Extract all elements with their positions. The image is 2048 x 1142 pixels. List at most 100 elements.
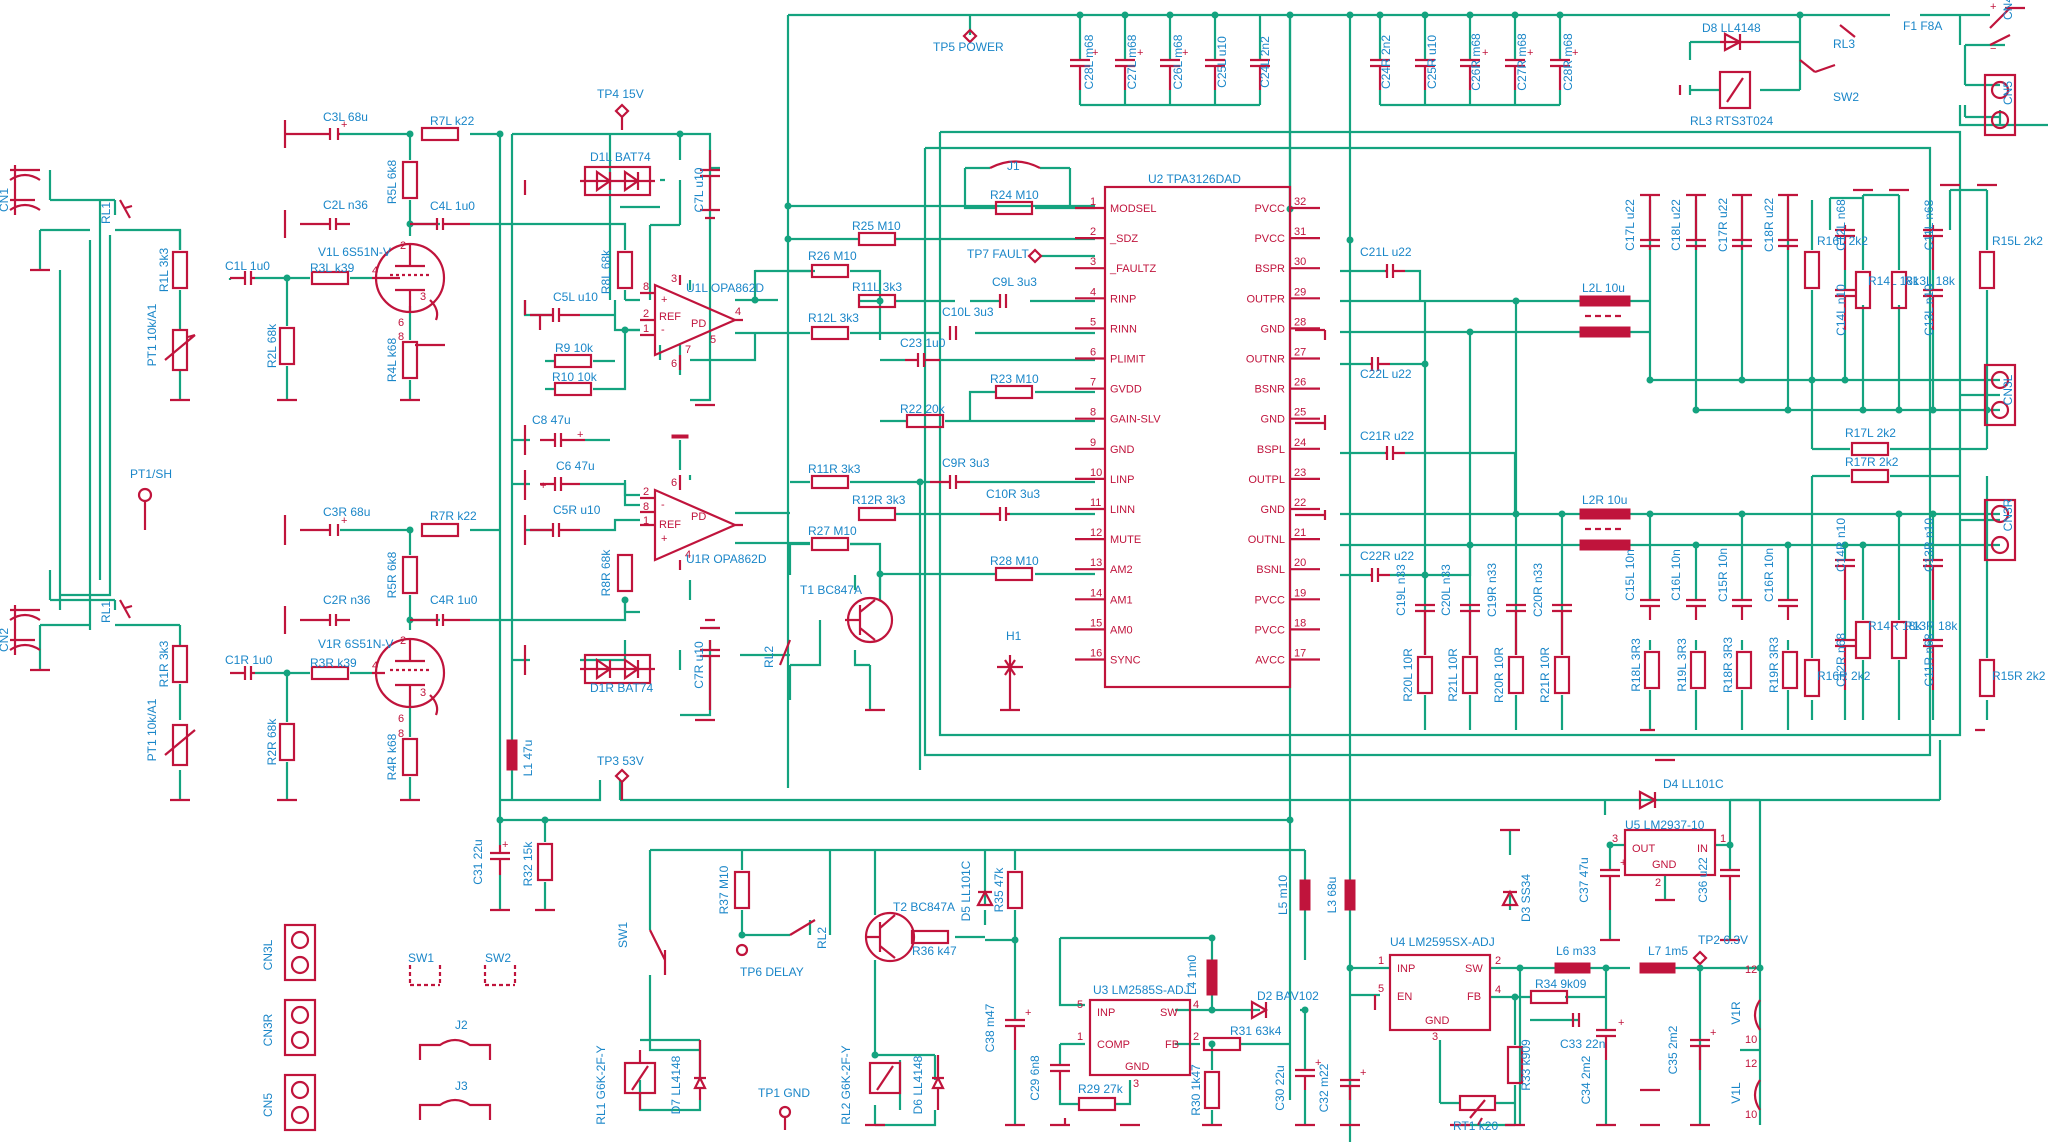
component-label: C7L u10 [692, 167, 706, 212]
component-label: R1R 3k3 [157, 640, 171, 687]
jumper-footprints [408, 160, 1041, 1120]
cn4-plus: + [1990, 1, 1996, 13]
component-label: C29 6n8 [1028, 1055, 1042, 1101]
component-label: R2L 68k [265, 323, 279, 368]
component-label: C24R 2n2 [1379, 35, 1393, 89]
u2-pin-name: OUTNR [1246, 354, 1285, 366]
component-label: U3 LM2585S-ADJ [1093, 983, 1190, 997]
svg-text:+: + [1025, 1007, 1031, 1019]
component-label: C37 47u [1577, 857, 1591, 902]
resistor: R36 k47 [910, 929, 957, 958]
component-label: C13L n10 [1922, 284, 1936, 336]
component-label: C24L 2n2 [1258, 36, 1272, 88]
component-label: RL2 [815, 927, 829, 949]
tube-pin: 6 [398, 713, 404, 725]
u2-pin-name: BSNR [1254, 384, 1285, 396]
inductor-l1 [506, 739, 518, 771]
component-label: U1L OPA862D [686, 281, 764, 295]
u5-pin: 3 [1612, 833, 1618, 845]
svg-text:+: + [1182, 47, 1188, 59]
u2-pin-number: 15 [1090, 617, 1102, 629]
svg-text:+: + [1620, 857, 1626, 869]
component-label: R7R k22 [430, 509, 477, 523]
component-label: R21L 10R [1446, 648, 1460, 702]
u3-pin: 3 [1133, 1078, 1139, 1090]
component-label: C33 22n [1560, 1037, 1605, 1051]
component-label: C3L 68u [323, 110, 368, 124]
resistor: R34 9k09 [1529, 977, 1587, 1005]
resistor: R11R 3k3 [808, 462, 861, 490]
u2-pin-name: _SDZ [1109, 233, 1138, 245]
opamp-pin: 7 [685, 344, 691, 356]
u2-pin-number: 2 [1090, 226, 1096, 238]
component-label: R28 M10 [990, 554, 1039, 568]
component-label: R8L 68k [599, 249, 613, 294]
u2-pin-number: 25 [1294, 407, 1306, 419]
resistor: R8R 68k [599, 549, 634, 596]
component-label: RL2 G6K-2F-Y [839, 1045, 853, 1124]
component-label: L5 m10 [1276, 875, 1290, 915]
u4-pin: SW [1465, 963, 1483, 975]
component-label: C9R 3u3 [942, 456, 990, 470]
component-label: L4 1m0 [1185, 955, 1199, 995]
component-label: C5L u10 [553, 290, 598, 304]
component-label: R20L 10R [1401, 648, 1415, 702]
relays-switches [119, 6, 2025, 1110]
component-label: R18L 3R3 [1629, 638, 1643, 692]
opamp-ref-label: REF [659, 519, 681, 531]
component-label: R26 M10 [808, 249, 857, 263]
u3-pin: SW [1160, 1007, 1178, 1019]
component-label: R11L 3k3 [852, 280, 902, 294]
component-label: R36 k47 [912, 944, 957, 958]
resistor: R27 M10 [808, 524, 857, 552]
component-label: C19R n33 [1485, 563, 1499, 617]
tube-pin: 8 [398, 331, 404, 343]
u2-pin-number: 5 [1090, 316, 1096, 328]
u3-pin: 1 [1077, 1031, 1083, 1043]
component-label: R22 20k [900, 402, 946, 416]
u2-pin-name: PVCC [1254, 624, 1285, 636]
vacuum-tube-v1l: 2 3 4 6 8 [372, 240, 446, 343]
component-label: TP3 53V [597, 754, 644, 768]
component-label: R3L k39 [310, 261, 355, 275]
component-label: L6 m33 [1556, 944, 1596, 958]
diodes [580, 32, 1760, 1110]
component-label: CN3L [2001, 374, 2015, 405]
svg-text:+: + [1527, 47, 1533, 59]
transistor-t2 [864, 911, 916, 963]
u4-pin: EN [1397, 991, 1412, 1003]
component-label: C13R n10 [1922, 518, 1936, 572]
resistor: R3R k39 [310, 656, 357, 681]
component-label: R11R 3k3 [808, 462, 861, 476]
component-label: C21L u22 [1360, 245, 1412, 259]
u2-pin-name: GND [1261, 323, 1286, 335]
opamp-pd-label: PD [691, 511, 706, 523]
component-label: SW1 [616, 922, 630, 948]
u2-pin-name: PVCC [1254, 233, 1285, 245]
tube-pin: 8 [398, 728, 404, 740]
inductor-l7 [1639, 962, 1676, 974]
component-label: R5R 6k8 [385, 551, 399, 598]
component-label: TP4 15V [597, 87, 644, 101]
u2-pin-number: 30 [1294, 256, 1306, 268]
component-label: C14R n10 [1834, 518, 1848, 572]
opamp-pin: 5 [710, 334, 716, 346]
u2-pin-number: 24 [1294, 437, 1306, 449]
resistor: R30 1k47 [1189, 1064, 1221, 1116]
opamp-pin: 8 [643, 501, 649, 513]
component-label: C28R m68 [1561, 33, 1575, 91]
component-label: CN1 [0, 188, 11, 212]
component-label: D1R BAT74 [590, 681, 653, 695]
resistor: R15L 2k2 [1978, 234, 2043, 290]
u2-pin-name: PLIMIT [1110, 354, 1146, 366]
component-label: L2R 10u [1582, 493, 1627, 507]
u2-pin-number: 14 [1090, 587, 1102, 599]
component-label: C7R u10 [692, 641, 706, 689]
component-label: U2 TPA3126DAD [1148, 172, 1241, 186]
u2-pin-name: LINP [1110, 474, 1134, 486]
svg-text:+: + [1572, 47, 1578, 59]
svg-text:+: + [1137, 47, 1143, 59]
component-label: R16L 2k2 [1817, 234, 1868, 248]
u3-pin: GND [1125, 1061, 1150, 1073]
